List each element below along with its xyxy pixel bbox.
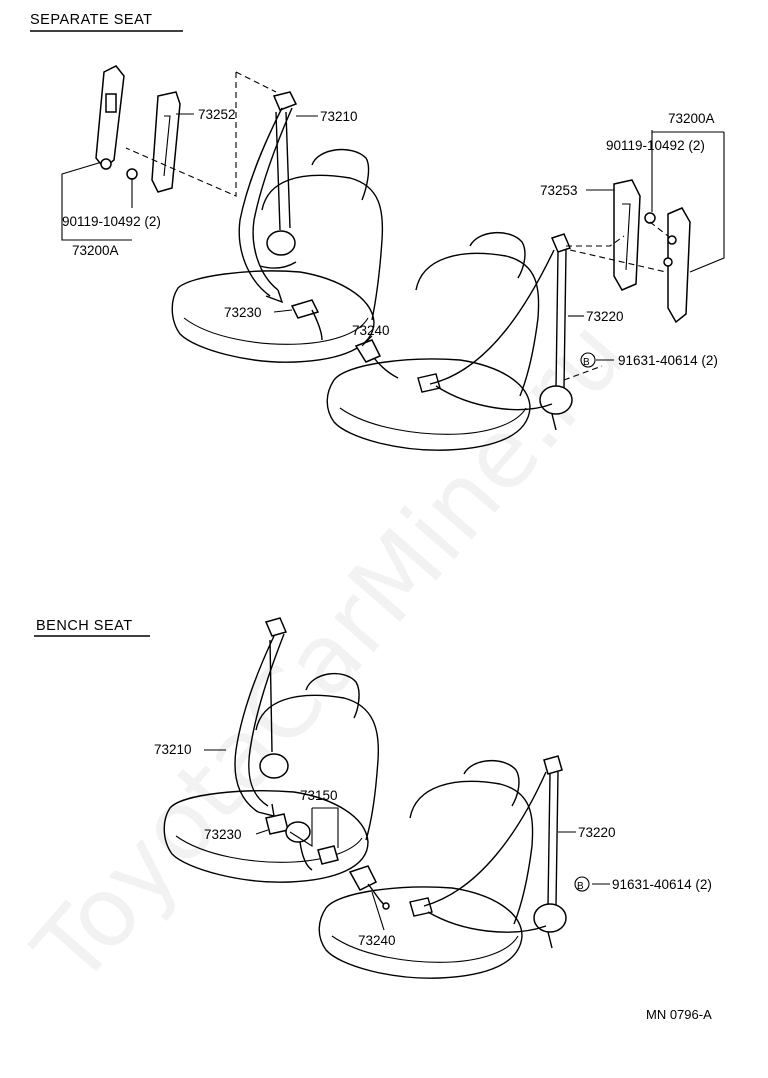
buckle-73150 xyxy=(265,813,339,871)
buckle-73240-bottom xyxy=(348,865,390,910)
label-73150: 73150 xyxy=(300,788,338,803)
dashed-guide xyxy=(125,71,277,197)
label-73220-top: 73220 xyxy=(586,309,624,324)
bolt-marker-b-top: B xyxy=(580,352,596,368)
label-90119-left: 90119-10492 (2) xyxy=(62,214,161,229)
label-73252: 73252 xyxy=(198,107,236,122)
bench-left-seat xyxy=(163,672,380,883)
cover-73252 xyxy=(151,91,181,193)
bolt-marker-b-bottom: B xyxy=(574,876,590,892)
belt-73220-top xyxy=(417,233,573,431)
dashed-guide xyxy=(566,235,667,273)
drawing-code: MN 0796-A xyxy=(646,1007,712,1022)
label-73200a-left: 73200A xyxy=(72,243,119,258)
separate-left-seat xyxy=(171,148,384,363)
svg-text:B: B xyxy=(577,881,584,892)
bench-right-seat xyxy=(318,759,534,979)
label-73253: 73253 xyxy=(540,183,578,198)
buckle-73230-top xyxy=(290,299,323,341)
separate-seat-heading: SEPARATE SEAT xyxy=(30,12,153,28)
dashed-guide xyxy=(563,365,603,381)
belt-73210-top xyxy=(238,91,298,304)
cover-73200a-right xyxy=(644,207,691,324)
label-91631-bottom: 91631-40614 (2) xyxy=(612,877,712,892)
label-73220-bottom: 73220 xyxy=(578,825,616,840)
label-91631-top: 91631-40614 (2) xyxy=(618,353,718,368)
label-73210-top: 73210 xyxy=(320,109,358,124)
label-73230-top: 73230 xyxy=(224,305,262,320)
bench-seat-heading: BENCH SEAT xyxy=(36,618,133,634)
label-90119-right: 90119-10492 (2) xyxy=(606,138,705,153)
svg-text:B: B xyxy=(583,357,590,368)
label-73240-top: 73240 xyxy=(352,323,390,338)
cover-73253 xyxy=(613,179,641,291)
dashed-guide xyxy=(649,221,669,237)
label-73240-bottom: 73240 xyxy=(358,933,396,948)
cover-73200a-left xyxy=(95,65,138,180)
bench-seat-section: BENCH SEAT xyxy=(34,617,712,979)
belt-73210-bottom xyxy=(234,617,289,817)
belt-73220-bottom xyxy=(409,755,567,949)
separate-seat-section: SEPARATE SEAT xyxy=(30,12,725,451)
label-73210-bottom: 73210 xyxy=(154,742,192,757)
label-73200a-right: 73200A xyxy=(668,111,715,126)
separate-right-seat xyxy=(326,231,540,451)
label-73230-bottom: 73230 xyxy=(204,827,242,842)
